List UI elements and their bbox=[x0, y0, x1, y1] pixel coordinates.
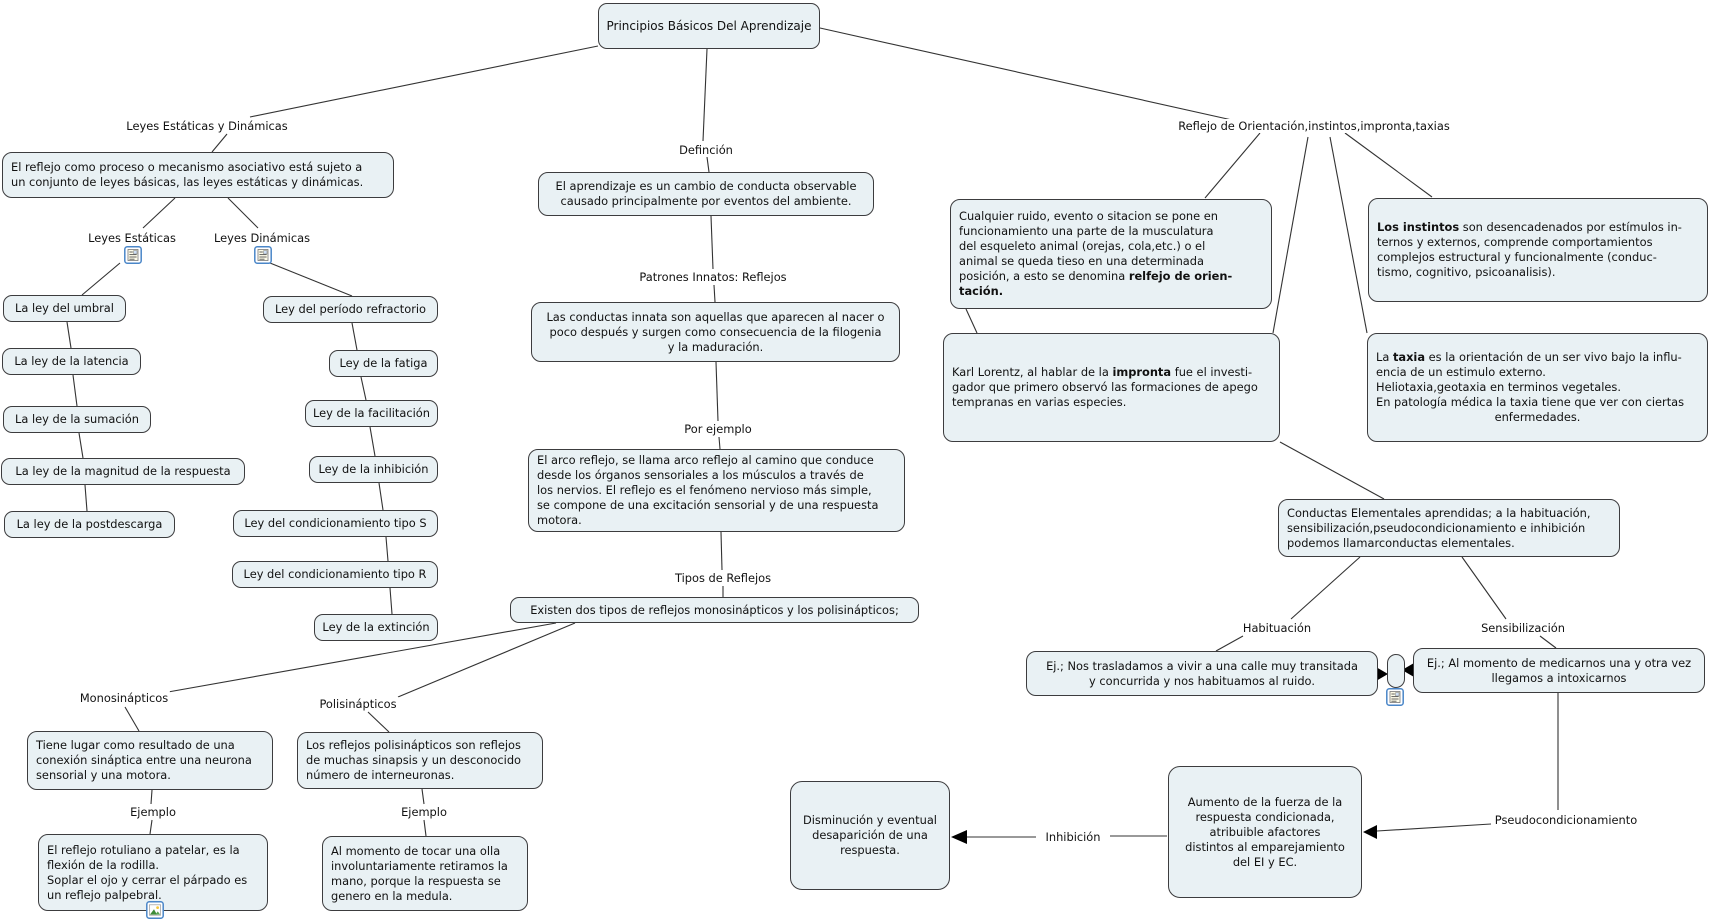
node-definicion-aprendizaje[interactable]: El aprendizaje es un cambio de conducta … bbox=[538, 172, 874, 216]
link-definicion[interactable]: Definción bbox=[677, 143, 735, 157]
node-taxia-def[interactable]: La taxia es la orientación de un ser viv… bbox=[1367, 333, 1708, 442]
edges bbox=[66, 27, 1559, 838]
node-aumento-fuerza[interactable]: Aumento de la fuerza de la respuesta con… bbox=[1168, 766, 1362, 898]
link-tipos-de-reflejos[interactable]: Tipos de Reflejos bbox=[672, 571, 774, 585]
node-ley-inhibicion[interactable]: Ley de la inhibición bbox=[309, 456, 438, 483]
link-leyes-estaticas-dinamicas[interactable]: Leyes Estáticas y Dinámicas bbox=[124, 119, 290, 133]
node-ley-condicionamiento-r[interactable]: Ley del condicionamiento tipo R bbox=[232, 561, 438, 588]
link-reflejo-de-orientacion[interactable]: Reflejo de Orientación,instintos,impront… bbox=[1176, 119, 1452, 133]
link-sensibilizacion[interactable]: Sensibilización bbox=[1479, 621, 1567, 635]
node-ley-sumacion[interactable]: La ley de la sumación bbox=[3, 406, 151, 433]
node-reflejo-orientacion-def[interactable]: Cualquier ruido, evento o sitacion se po… bbox=[950, 199, 1272, 309]
arrowhead-into-aumento bbox=[1363, 825, 1377, 839]
node-ejemplo-olla[interactable]: Al momento de tocar una olla involuntari… bbox=[322, 836, 528, 911]
node-title[interactable]: Principios Básicos Del Aprendizaje bbox=[598, 3, 820, 49]
node-ley-extincion[interactable]: Ley de la extinción bbox=[314, 614, 438, 641]
arrowhead-into-disminucion bbox=[951, 830, 967, 844]
resource-icon[interactable] bbox=[254, 246, 272, 264]
node-disminucion-respuesta[interactable]: Disminución y eventual desaparición de u… bbox=[790, 781, 950, 890]
node-ley-condicionamiento-s[interactable]: Ley del condicionamiento tipo S bbox=[233, 510, 438, 537]
node-impronta-def[interactable]: Karl Lorentz, al hablar de la impronta f… bbox=[943, 333, 1280, 442]
arrowheads bbox=[951, 663, 1414, 844]
link-pseudocondicionamiento[interactable]: Pseudocondicionamiento bbox=[1492, 813, 1640, 827]
node-monosinaptico-def[interactable]: Tiene lugar como resultado de una conexi… bbox=[27, 731, 273, 790]
link-inhibicion[interactable]: Inhibición bbox=[1043, 830, 1103, 844]
node-text: Los instintos son desencadenados por est… bbox=[1377, 220, 1682, 279]
node-text: Karl Lorentz, al hablar de la impronta f… bbox=[952, 365, 1258, 409]
node-ley-fatiga[interactable]: Ley de la fatiga bbox=[329, 350, 438, 377]
link-ejemplo-polisinaptico[interactable]: Ejemplo bbox=[399, 805, 449, 819]
connection-capsule[interactable] bbox=[1387, 654, 1405, 688]
node-ley-latencia[interactable]: La ley de la latencia bbox=[2, 348, 141, 375]
node-ley-facilitacion[interactable]: Ley de la facilitación bbox=[305, 400, 438, 427]
node-ejemplo-habituacion[interactable]: Ej.; Nos trasladamos a vivir a una calle… bbox=[1026, 651, 1378, 696]
node-text: La taxia es la orientación de un ser viv… bbox=[1376, 350, 1685, 424]
node-conductas-innatas[interactable]: Las conductas innata son aquellas que ap… bbox=[531, 302, 900, 362]
link-habituacion[interactable]: Habituación bbox=[1240, 621, 1314, 635]
node-ley-magnitud[interactable]: La ley de la magnitud de la respuesta bbox=[1, 458, 245, 485]
node-ley-postdescarga[interactable]: La ley de la postdescarga bbox=[4, 511, 175, 538]
link-leyes-dinamicas[interactable]: Leyes Dinámicas bbox=[211, 231, 313, 245]
node-ley-umbral[interactable]: La ley del umbral bbox=[3, 295, 126, 322]
link-por-ejemplo[interactable]: Por ejemplo bbox=[682, 422, 754, 436]
link-patrones-innatos[interactable]: Patrones Innatos: Reflejos bbox=[637, 270, 789, 284]
node-ejemplo-rotuliano[interactable]: El reflejo rotuliano a patelar, es la fl… bbox=[38, 834, 268, 911]
resource-icon[interactable] bbox=[124, 246, 142, 264]
image-resource-icon[interactable] bbox=[146, 901, 164, 919]
arrowhead-into-capsule-left bbox=[1376, 667, 1388, 681]
resource-icon[interactable] bbox=[1386, 688, 1404, 706]
node-arco-reflejo[interactable]: El arco reflejo, se llama arco reflejo a… bbox=[528, 449, 905, 532]
link-polisinapticos[interactable]: Polisinápticos bbox=[317, 697, 399, 711]
node-tipos-de-reflejos[interactable]: Existen dos tipos de reflejos monosinápt… bbox=[510, 597, 919, 623]
node-text: Cualquier ruido, evento o sitacion se po… bbox=[959, 209, 1233, 298]
node-ley-periodo-refractorio[interactable]: Ley del período refractorio bbox=[263, 296, 438, 323]
node-ejemplo-sensibilizacion[interactable]: Ej.; Al momento de medicarnos una y otra… bbox=[1413, 648, 1705, 693]
link-ejemplo-monosinaptico[interactable]: Ejemplo bbox=[128, 805, 178, 819]
node-reflejo-proceso[interactable]: El reflejo como proceso o mecanismo asoc… bbox=[2, 152, 394, 198]
node-instintos-def[interactable]: Los instintos son desencadenados por est… bbox=[1368, 198, 1708, 302]
node-conductas-elementales[interactable]: Conductas Elementales aprendidas; a la h… bbox=[1278, 499, 1620, 557]
link-leyes-estaticas[interactable]: Leyes Estáticas bbox=[86, 231, 178, 245]
arrowhead-into-capsule-right bbox=[1402, 663, 1414, 677]
node-polisinaptico-def[interactable]: Los reflejos polisinápticos son reflejos… bbox=[297, 732, 543, 789]
link-monosinapticos[interactable]: Monosinápticos bbox=[77, 691, 171, 705]
